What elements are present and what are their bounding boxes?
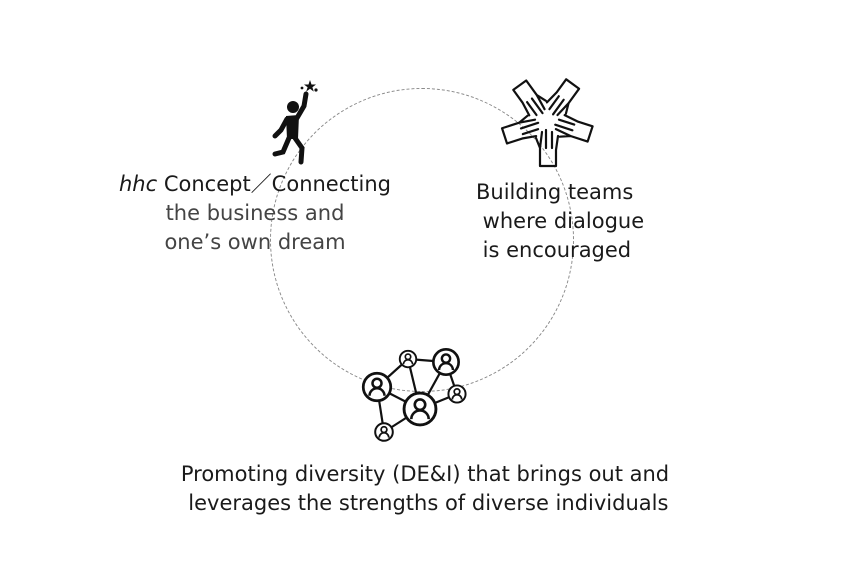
- concept-line-2: the business and: [165, 201, 345, 225]
- teams-line-3: is encouraged: [476, 238, 632, 262]
- diversity-line-1: Promoting diversity (DE&I) that brings o…: [180, 462, 670, 486]
- concept-line-3: one’s own dream: [164, 230, 346, 254]
- diversity-line-2: leverages the strengths of diverse indiv…: [181, 491, 669, 515]
- cycle-ring: [270, 88, 574, 392]
- teams-label: Building teams where dialogue is encoura…: [476, 178, 644, 265]
- people-network-icon: [361, 348, 467, 442]
- teams-line-1: Building teams: [476, 180, 634, 204]
- hands-together-icon: [500, 78, 594, 168]
- reaching-for-star-icon: [272, 80, 318, 165]
- teams-line-2: where dialogue: [476, 209, 645, 233]
- brand-name: hhc: [118, 172, 158, 196]
- diversity-label: Promoting diversity (DE&I) that brings o…: [100, 460, 750, 518]
- concept-line-1: Concept／Connecting: [157, 172, 391, 196]
- concept-label: hhc Concept／Connecting the business and …: [100, 170, 410, 257]
